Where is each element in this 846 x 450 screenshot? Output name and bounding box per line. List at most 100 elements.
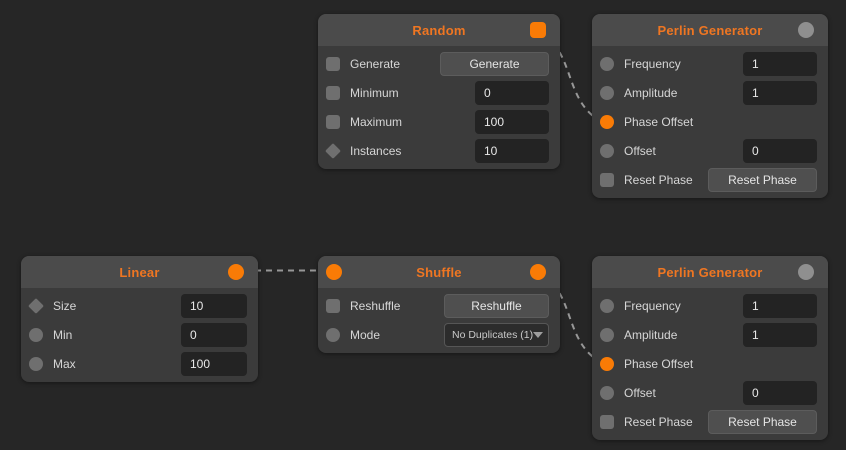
instances-label: Instances (350, 144, 402, 158)
param-row: Reshuffle Reshuffle (326, 294, 549, 318)
shuffle-input-port[interactable] (326, 264, 342, 280)
node-title: Random (412, 22, 466, 38)
size-port[interactable] (28, 298, 44, 314)
param-row: Phase Offset (600, 110, 817, 134)
generate-label: Generate (350, 57, 401, 71)
node-header[interactable]: Linear (21, 256, 258, 288)
reset-phase-label: Reset Phase (624, 173, 693, 187)
node-body: Size Min Max (21, 288, 258, 382)
wire-random-to-perlin-phase-offset[interactable] (544, 35, 598, 120)
offset-label: Offset (624, 386, 656, 400)
param-row: Frequency (600, 294, 817, 318)
minimum-input[interactable] (475, 81, 549, 105)
reset-phase-label: Reset Phase (624, 415, 693, 429)
param-row: Amplitude (600, 323, 817, 347)
frequency-port[interactable] (600, 57, 614, 71)
minimum-label: Minimum (350, 86, 399, 100)
min-input[interactable] (181, 323, 247, 347)
node-body: Frequency Amplitude Phase Offset Offset … (592, 288, 828, 440)
reshuffle-label: Reshuffle (350, 299, 401, 313)
node-linear: Linear Size Min Max (21, 256, 258, 382)
maximum-input[interactable] (475, 110, 549, 134)
param-row: Reset Phase Reset Phase (600, 410, 817, 434)
param-row: Phase Offset (600, 352, 817, 376)
max-input[interactable] (181, 352, 247, 376)
reset-phase-port[interactable] (600, 173, 614, 187)
node-header[interactable]: Perlin Generator (592, 14, 828, 46)
param-row: Frequency (600, 52, 817, 76)
frequency-input[interactable] (743, 52, 817, 76)
perlin-bottom-output-port[interactable] (798, 264, 814, 280)
amplitude-label: Amplitude (624, 328, 678, 342)
param-row: Generate Generate (326, 52, 549, 76)
random-output-port[interactable] (530, 22, 546, 38)
instances-port[interactable] (325, 143, 341, 159)
node-body: Reshuffle Reshuffle Mode No Duplicates (… (318, 288, 560, 353)
reset-phase-button[interactable]: Reset Phase (708, 168, 817, 192)
param-row: Minimum (326, 81, 549, 105)
param-row: Mode No Duplicates (1) (326, 323, 549, 347)
chevron-down-icon (533, 332, 544, 338)
amplitude-input[interactable] (743, 81, 817, 105)
offset-port[interactable] (600, 144, 614, 158)
generate-button[interactable]: Generate (440, 52, 549, 76)
phase-offset-port[interactable] (600, 115, 614, 129)
phase-offset-port[interactable] (600, 357, 614, 371)
minimum-port[interactable] (326, 86, 340, 100)
param-row: Instances (325, 139, 549, 163)
node-title: Perlin Generator (657, 22, 763, 38)
mode-dropdown[interactable]: No Duplicates (1) (444, 323, 549, 347)
param-row: Max (29, 352, 247, 376)
offset-port[interactable] (600, 386, 614, 400)
amplitude-port[interactable] (600, 86, 614, 100)
param-row: Offset (600, 381, 817, 405)
param-row: Offset (600, 139, 817, 163)
max-label: Max (53, 357, 76, 371)
instances-input[interactable] (475, 139, 549, 163)
amplitude-port[interactable] (600, 328, 614, 342)
reshuffle-button[interactable]: Reshuffle (444, 294, 549, 318)
size-input[interactable] (181, 294, 247, 318)
param-row: Maximum (326, 110, 549, 134)
node-header[interactable]: Perlin Generator (592, 256, 828, 288)
phase-offset-label: Phase Offset (624, 115, 694, 129)
generate-port[interactable] (326, 57, 340, 71)
param-row: Min (29, 323, 247, 347)
offset-label: Offset (624, 144, 656, 158)
node-title: Perlin Generator (657, 264, 763, 280)
reset-phase-button[interactable]: Reset Phase (708, 410, 817, 434)
node-shuffle: Shuffle Reshuffle Reshuffle Mode No Dupl… (318, 256, 560, 353)
frequency-input[interactable] (743, 294, 817, 318)
frequency-port[interactable] (600, 299, 614, 313)
shuffle-output-port[interactable] (530, 264, 546, 280)
mode-port[interactable] (326, 328, 340, 342)
node-title: Shuffle (416, 264, 462, 280)
wire-shuffle-to-perlin-phase-offset[interactable] (544, 276, 598, 361)
offset-input[interactable] (743, 139, 817, 163)
linear-output-port[interactable] (228, 264, 244, 280)
node-title: Linear (119, 264, 160, 280)
maximum-port[interactable] (326, 115, 340, 129)
amplitude-input[interactable] (743, 323, 817, 347)
min-port[interactable] (29, 328, 43, 342)
node-random: Random Generate Generate Minimum Maximum (318, 14, 560, 169)
reset-phase-port[interactable] (600, 415, 614, 429)
amplitude-label: Amplitude (624, 86, 678, 100)
param-row: Reset Phase Reset Phase (600, 168, 817, 192)
node-perlin-generator-bottom: Perlin Generator Frequency Amplitude Pha… (592, 256, 828, 440)
min-label: Min (53, 328, 73, 342)
size-label: Size (53, 299, 77, 313)
node-header[interactable]: Random (318, 14, 560, 46)
reshuffle-port[interactable] (326, 299, 340, 313)
node-header[interactable]: Shuffle (318, 256, 560, 288)
maximum-label: Maximum (350, 115, 403, 129)
mode-dropdown-value: No Duplicates (1) (452, 329, 534, 341)
phase-offset-label: Phase Offset (624, 357, 694, 371)
perlin-top-output-port[interactable] (798, 22, 814, 38)
mode-label: Mode (350, 328, 381, 342)
node-body: Generate Generate Minimum Maximum Instan… (318, 46, 560, 169)
max-port[interactable] (29, 357, 43, 371)
offset-input[interactable] (743, 381, 817, 405)
